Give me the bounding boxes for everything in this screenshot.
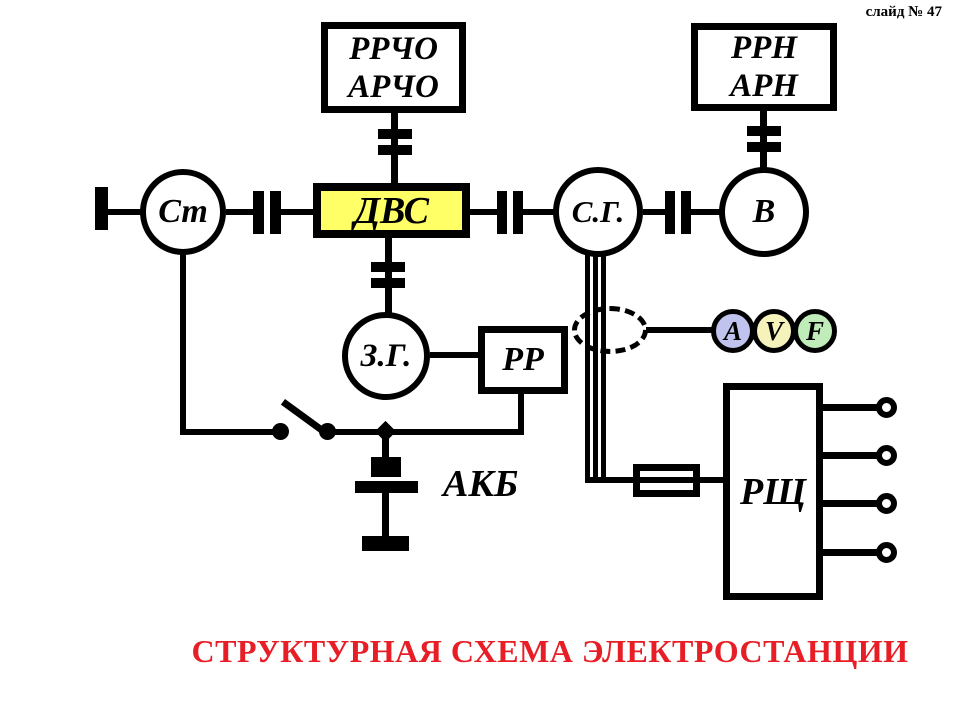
wire-output [823, 452, 878, 459]
wire-output [823, 549, 878, 556]
link-engine-charger-icon [371, 262, 405, 272]
coupling-engine-generator-icon [497, 191, 507, 234]
wire-generator-coupling [643, 209, 666, 215]
bus-phase-line [585, 253, 590, 483]
node-sync-generator-label: С.Г. [571, 194, 625, 229]
link-freqreg-icon [378, 145, 412, 155]
node-charging-generator: З.Г. [342, 312, 430, 400]
node-engine: ДВС [313, 183, 470, 238]
wire-engine-coupling [470, 209, 498, 215]
output-terminal-icon [876, 542, 897, 563]
wire-bus-to-switchboard [585, 477, 723, 483]
wire-tap-meters [646, 327, 713, 333]
node-exciter-label: В [752, 193, 776, 230]
meter-voltmeter-label: V [764, 315, 783, 346]
wire-junction-relayreg [386, 429, 524, 435]
meter-ammeter-label: A [723, 315, 742, 346]
wire-starter-down [180, 252, 186, 435]
wire-to-switch [180, 429, 280, 435]
battery-label: АКБ [443, 463, 519, 505]
switch-contact-dot [272, 423, 289, 440]
wire-coupling-engine [281, 209, 314, 215]
wire-battery-ground [382, 493, 389, 537]
block-freq-regulator-line2: АРЧО [348, 68, 439, 105]
coupling-generator-exciter-icon [665, 191, 675, 234]
link-voltreg-icon [747, 142, 781, 152]
wire-engine-charger [385, 238, 392, 314]
wire-output [823, 404, 878, 411]
measurement-tap-ellipse-icon [572, 306, 648, 354]
block-freq-regulator-line1: РРЧО [349, 30, 438, 67]
node-sync-generator: С.Г. [553, 167, 643, 257]
wire-switch-junction [327, 429, 387, 435]
block-voltage-regulator: РРН АРН [691, 23, 837, 111]
bus-phase-line [593, 253, 598, 483]
switch-contact-dot [319, 423, 336, 440]
battery-plate-long-icon [355, 481, 418, 493]
output-terminal-icon [876, 493, 897, 514]
page-title: СТРУКТУРНАЯ СХЕМА ЭЛЕКТРОСТАНЦИИ [191, 633, 909, 669]
meter-voltmeter: V [752, 309, 796, 353]
node-exciter: В [719, 167, 809, 257]
fuse-icon [633, 464, 700, 497]
starter-terminal-bar [95, 187, 108, 230]
slide-number: слайд № 47 [865, 4, 942, 20]
link-voltreg-icon [747, 126, 781, 136]
node-switchboard-label: РЩ [740, 470, 806, 513]
link-freqreg-icon [378, 129, 412, 139]
coupling-starter-engine-icon [253, 191, 264, 234]
wire-terminal-starter [108, 209, 141, 215]
wire-coupling-exciter [691, 209, 720, 215]
junction-dot [374, 420, 397, 443]
block-voltage-regulator-line1: РРН [731, 30, 797, 66]
node-engine-label: ДВС [354, 189, 429, 232]
output-terminal-icon [876, 397, 897, 418]
wire-relayreg-down [518, 394, 524, 435]
block-freq-regulator: РРЧО АРЧО [321, 22, 466, 113]
wire-battery-top [382, 435, 389, 460]
meter-frequency-label: F [805, 315, 824, 346]
link-engine-charger-icon [371, 278, 405, 288]
meter-ammeter: A [711, 309, 755, 353]
wire-coupling-generator [523, 209, 555, 215]
node-charging-generator-label: З.Г. [360, 337, 412, 374]
output-terminal-icon [876, 445, 897, 466]
meter-frequency: F [793, 309, 837, 353]
coupling-generator-exciter-icon [681, 191, 691, 234]
wire-starter-coupling [226, 209, 254, 215]
node-starter-label: Ст [158, 193, 208, 230]
wire-output [823, 500, 878, 507]
coupling-engine-generator-icon [513, 191, 523, 234]
coupling-starter-engine-icon [270, 191, 281, 234]
bus-phase-line [601, 253, 606, 483]
node-starter: Ст [140, 169, 226, 255]
node-relay-regulator: РР [478, 326, 568, 394]
battery-plate-short-icon [371, 457, 401, 477]
node-switchboard: РЩ [723, 383, 823, 600]
block-voltage-regulator-line2: АРН [730, 68, 798, 104]
ground-bar-icon [362, 536, 409, 551]
wire-charger-relayreg [430, 352, 478, 358]
node-relay-regulator-label: РР [502, 341, 544, 378]
wire-voltreg-exciter [760, 110, 767, 170]
